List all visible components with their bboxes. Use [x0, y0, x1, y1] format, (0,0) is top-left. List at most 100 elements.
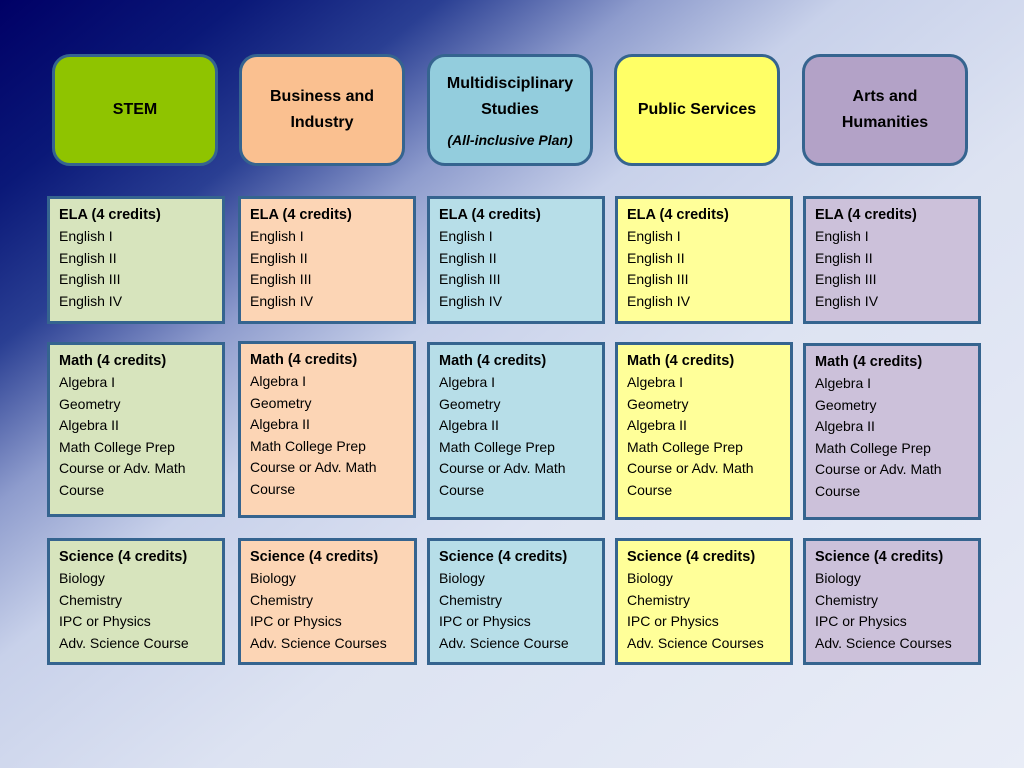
- ela-box-public-services: ELA (4 credits) English I English II Eng…: [615, 196, 793, 324]
- ela-title: ELA (4 credits): [439, 207, 541, 223]
- course-item: IPC or Physics: [815, 613, 907, 629]
- header-multidisciplinary-studies: Multidisciplinary Studies (All-inclusive…: [427, 54, 593, 166]
- course-item: English IV: [627, 292, 691, 309]
- course-item: Course: [627, 481, 673, 498]
- course-item: Course or Adv. Math: [250, 459, 377, 475]
- math-box-public-services: Math (4 credits) Algebra I Geometry Alge…: [615, 342, 793, 520]
- course-item: Course or Adv. Math: [627, 460, 754, 476]
- course-item: Algebra II: [250, 416, 310, 432]
- course-item: Biology: [439, 570, 485, 586]
- math-title: Math (4 credits): [439, 353, 547, 369]
- course-item: Math College Prep: [59, 438, 175, 455]
- course-item: Course or Adv. Math: [439, 460, 566, 476]
- course-item: Biology: [250, 570, 296, 586]
- math-title: Math (4 credits): [59, 353, 167, 369]
- course-item: Adv. Science Courses: [815, 634, 952, 651]
- header-public-services: Public Services: [614, 54, 780, 166]
- course-item: English III: [250, 271, 312, 287]
- header-title: Public Services: [637, 101, 757, 118]
- course-item: English IV: [250, 292, 314, 309]
- course-item: Algebra II: [815, 418, 875, 434]
- science-title: Science (4 credits): [439, 549, 568, 565]
- course-item: English I: [627, 228, 681, 244]
- course-item: Biology: [815, 570, 861, 586]
- course-item: Course or Adv. Math: [59, 460, 186, 476]
- course-item: English III: [815, 271, 877, 287]
- course-item: Chemistry: [627, 591, 691, 608]
- math-title: Math (4 credits): [815, 354, 923, 370]
- math-box-arts: Math (4 credits) Algebra I Geometry Alge…: [803, 343, 981, 520]
- science-box-business: Science (4 credits) Biology Chemistry IP…: [238, 538, 417, 665]
- ela-box-stem: ELA (4 credits) English I English II Eng…: [47, 196, 225, 324]
- ela-title: ELA (4 credits): [59, 207, 161, 223]
- course-item: Course: [59, 481, 105, 498]
- course-item: English I: [250, 228, 304, 244]
- ela-box-multidisciplinary: ELA (4 credits) English I English II Eng…: [427, 196, 605, 324]
- science-box-arts: Science (4 credits) Biology Chemistry IP…: [803, 538, 981, 665]
- header-title: STEM: [112, 101, 158, 118]
- course-item: IPC or Physics: [439, 613, 531, 629]
- course-item: Chemistry: [59, 591, 123, 608]
- course-item: Biology: [627, 570, 673, 586]
- course-item: English II: [627, 249, 685, 266]
- course-item: Algebra II: [627, 417, 687, 433]
- course-item: Geometry: [250, 394, 312, 411]
- course-item: Geometry: [627, 395, 689, 412]
- course-item: Algebra II: [439, 417, 499, 433]
- course-item: Course: [439, 481, 485, 498]
- course-item: Geometry: [59, 395, 121, 412]
- math-box-multidisciplinary: Math (4 credits) Algebra I Geometry Alge…: [427, 342, 605, 520]
- course-item: Course: [815, 482, 861, 499]
- course-item: Adv. Science Courses: [627, 634, 764, 651]
- math-title: Math (4 credits): [627, 353, 735, 369]
- ela-box-arts: ELA (4 credits) English I English II Eng…: [803, 196, 981, 324]
- course-item: Adv. Science Course: [439, 634, 569, 651]
- course-item: Algebra I: [439, 374, 496, 390]
- ela-title: ELA (4 credits): [627, 207, 729, 223]
- course-item: Algebra II: [59, 417, 119, 433]
- course-item: English II: [439, 249, 497, 266]
- science-title: Science (4 credits): [815, 549, 944, 565]
- course-item: Algebra I: [627, 374, 684, 390]
- header-business-and-industry: Business and Industry: [239, 54, 405, 166]
- course-item: IPC or Physics: [250, 613, 342, 629]
- header-arts-and-humanities: Arts and Humanities: [802, 54, 968, 166]
- course-item: Chemistry: [439, 591, 503, 608]
- course-item: Geometry: [815, 396, 877, 413]
- science-box-multidisciplinary: Science (4 credits) Biology Chemistry IP…: [427, 538, 605, 665]
- course-item: English II: [250, 249, 308, 266]
- course-item: English II: [59, 249, 117, 266]
- course-item: English III: [627, 271, 689, 287]
- course-item: Adv. Science Course: [59, 634, 189, 651]
- science-title: Science (4 credits): [627, 549, 756, 565]
- course-item: Adv. Science Courses: [250, 634, 387, 651]
- course-item: English II: [815, 249, 873, 266]
- course-item: IPC or Physics: [59, 613, 151, 629]
- course-item: Algebra I: [59, 374, 116, 390]
- course-item: English I: [815, 228, 869, 244]
- science-title: Science (4 credits): [250, 549, 379, 565]
- course-item: Math College Prep: [250, 437, 366, 454]
- math-title: Math (4 credits): [250, 352, 358, 368]
- course-item: Course or Adv. Math: [815, 461, 942, 477]
- course-item: Math College Prep: [439, 438, 555, 455]
- course-item: Chemistry: [250, 591, 314, 608]
- course-item: IPC or Physics: [627, 613, 719, 629]
- ela-title: ELA (4 credits): [815, 207, 917, 223]
- course-item: Math College Prep: [815, 439, 931, 456]
- ela-box-business: ELA (4 credits) English I English II Eng…: [238, 196, 416, 324]
- header-subtitle: (All-inclusive Plan): [447, 132, 573, 148]
- course-item: Chemistry: [815, 591, 879, 608]
- course-item: English I: [439, 228, 493, 244]
- course-item: English IV: [59, 292, 123, 309]
- ela-title: ELA (4 credits): [250, 207, 352, 223]
- course-item: Course: [250, 480, 296, 497]
- math-box-business: Math (4 credits) Algebra I Geometry Alge…: [238, 341, 416, 518]
- header-stem: STEM: [52, 54, 218, 166]
- science-title: Science (4 credits): [59, 549, 188, 565]
- header-title: Business and Industry: [269, 88, 375, 131]
- science-box-public-services: Science (4 credits) Biology Chemistry IP…: [615, 538, 793, 665]
- science-box-stem: Science (4 credits) Biology Chemistry IP…: [47, 538, 225, 665]
- course-item: Geometry: [439, 395, 501, 412]
- course-item: Biology: [59, 570, 105, 586]
